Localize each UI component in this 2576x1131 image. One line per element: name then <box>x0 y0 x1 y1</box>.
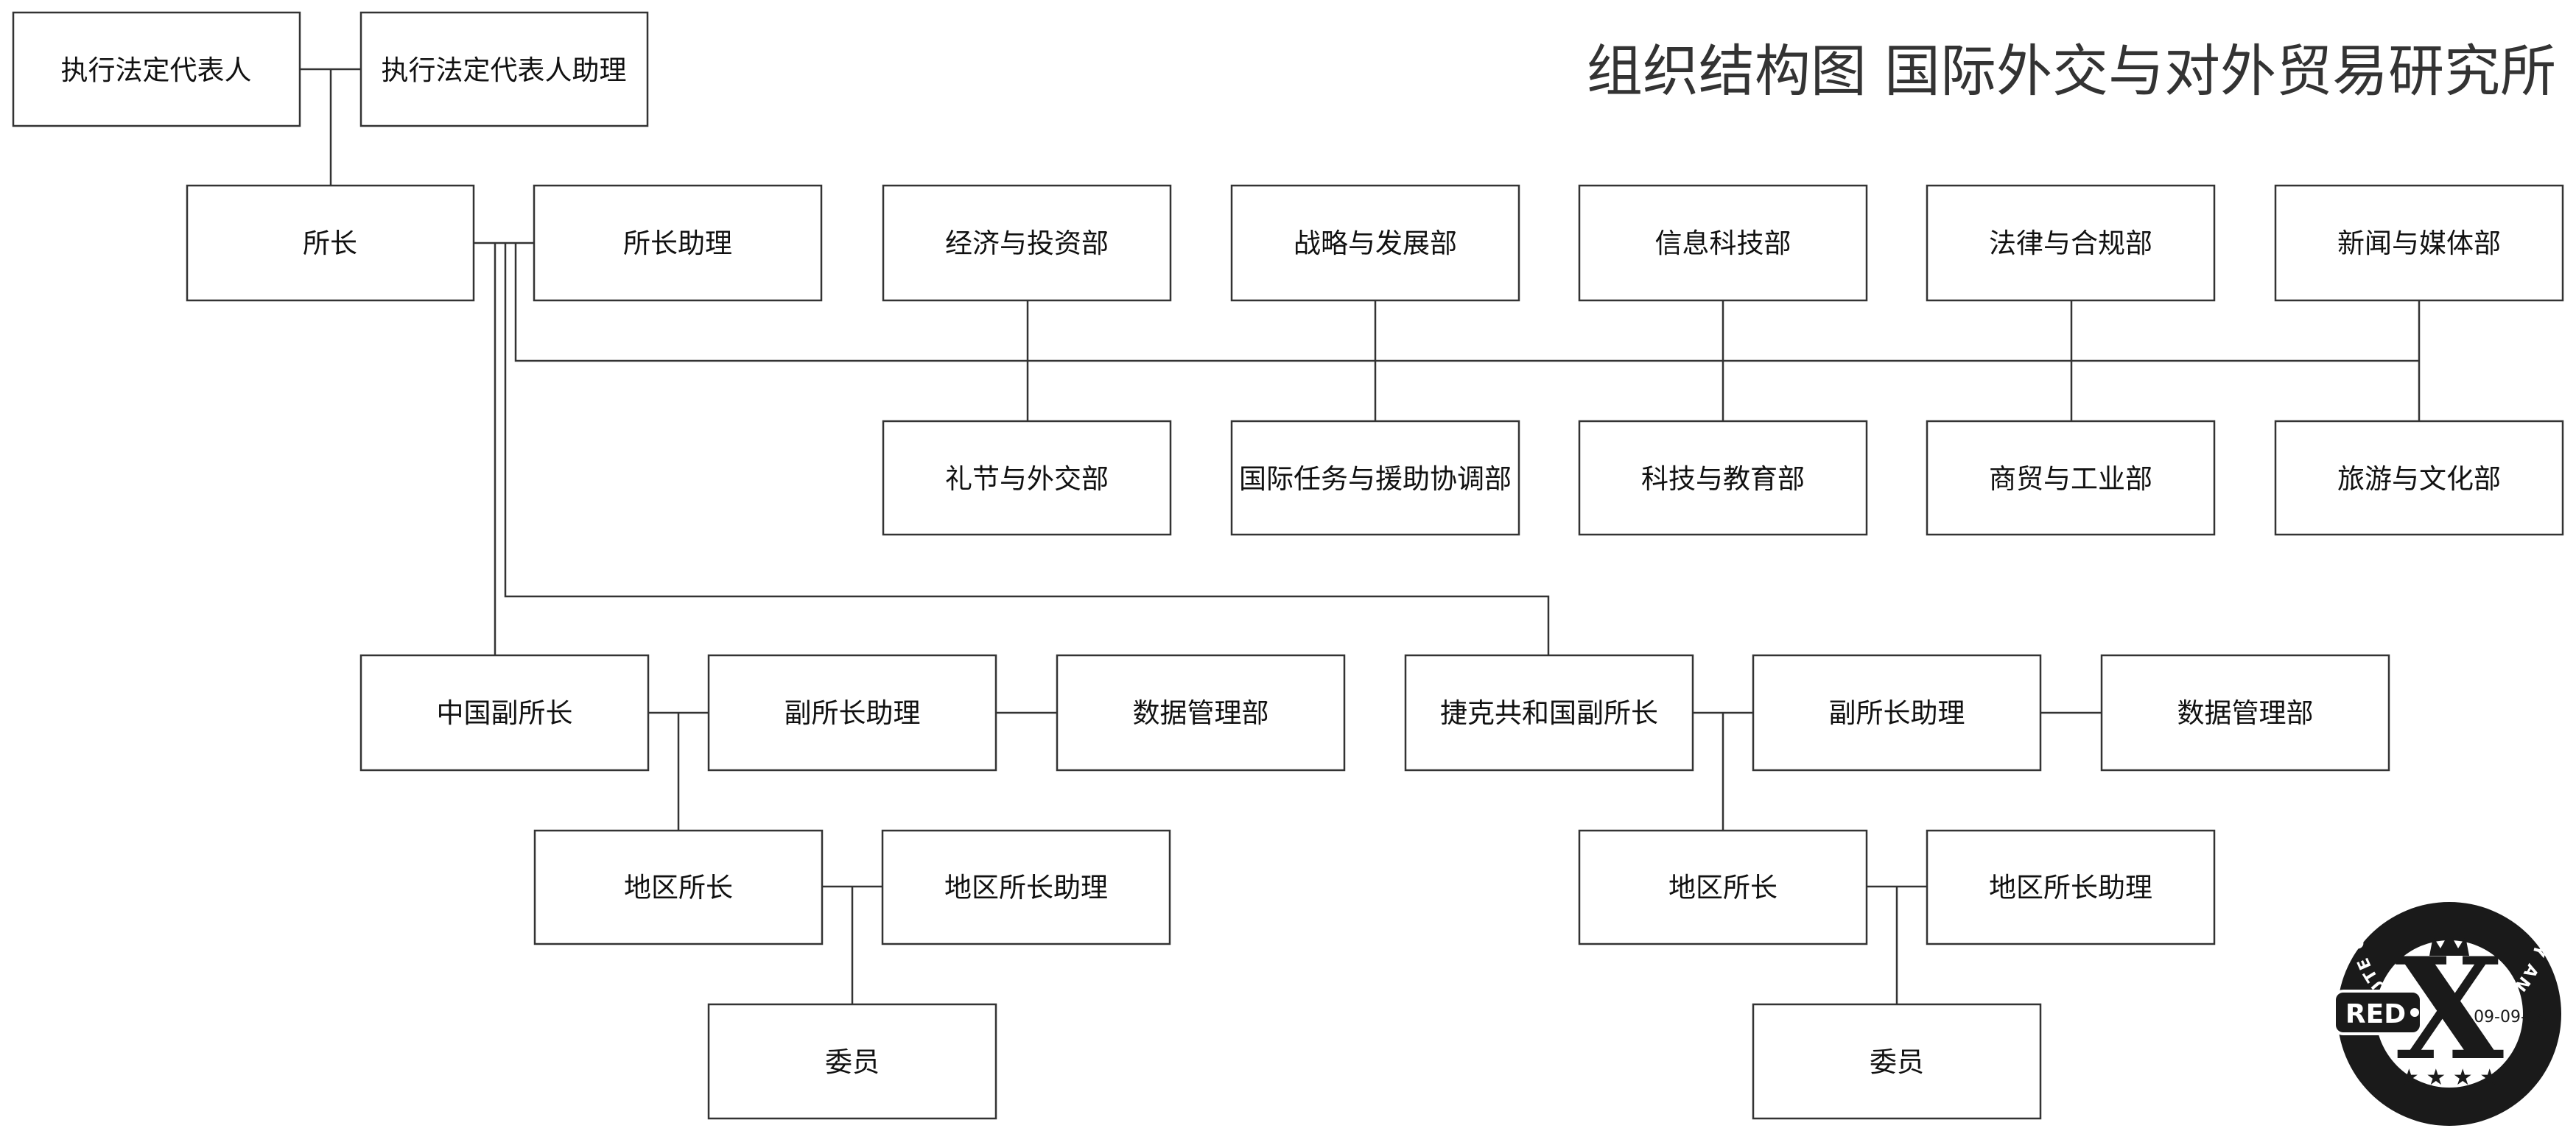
logo-red-tag <box>2333 990 2423 1035</box>
box-label: 委员 <box>1870 1046 1924 1078</box>
logo-dot <box>2410 1008 2419 1017</box>
connector-lines <box>300 68 2421 1004</box>
box-label: 中国副所长 <box>437 697 573 729</box>
box-label: 所长助理 <box>623 228 732 259</box>
box-dept-econ[interactable]: 经济与投资部 <box>882 184 1172 302</box>
box-label: 战略与发展部 <box>1294 228 1457 259</box>
box-director-asst[interactable]: 所长助理 <box>533 184 823 302</box>
box-cz-vice-asst[interactable]: 副所长助理 <box>1752 654 2042 772</box>
box-label: 地区所长助理 <box>1989 872 2152 903</box>
box-cn-member[interactable]: 委员 <box>707 1003 997 1120</box>
box-cz-region[interactable]: 地区所长 <box>1578 829 1868 945</box>
org-boxes: 执行法定代表人 执行法定代表人助理 所长 所长助理 经济与投资部 战略与发展部 … <box>12 11 2564 1120</box>
box-cn-region-asst[interactable]: 地区所长助理 <box>881 829 1171 945</box>
box-cz-data[interactable]: 数据管理部 <box>2100 654 2390 772</box>
box-label: 信息科技部 <box>1655 228 1791 259</box>
box-dept-media[interactable]: 新闻与媒体部 <box>2274 184 2564 302</box>
box-label: 旅游与文化部 <box>2337 463 2501 495</box>
box-cn-vice-asst[interactable]: 副所长助理 <box>707 654 997 772</box>
link-director-trunk-b <box>504 243 1550 655</box>
box-cn-vice-director[interactable]: 中国副所长 <box>359 654 650 772</box>
box-dept-tourism[interactable]: 旅游与文化部 <box>2274 420 2564 536</box>
box-cn-region[interactable]: 地区所长 <box>533 829 824 945</box>
box-label: 副所长助理 <box>1829 697 1965 729</box>
logo-inner-circle <box>2376 940 2523 1088</box>
box-label: 新闻与媒体部 <box>2337 228 2501 259</box>
box-label: 地区所长 <box>624 872 733 903</box>
box-dept-sci-edu[interactable]: 科技与教育部 <box>1578 420 1868 536</box>
box-label: 商贸与工业部 <box>1989 463 2152 495</box>
star-icon: ★ ★ ★ ★ <box>2399 1065 2499 1091</box>
box-cn-data[interactable]: 数据管理部 <box>1056 654 1346 772</box>
crown-icon <box>2429 932 2469 956</box>
box-director[interactable]: 所长 <box>186 184 475 302</box>
box-label: 地区所长 <box>1668 872 1777 903</box>
box-dept-strategy[interactable]: 战略与发展部 <box>1230 184 1520 302</box>
box-label: 法律与合规部 <box>1989 228 2152 259</box>
box-exec-rep[interactable]: 执行法定代表人 <box>12 11 301 127</box>
box-label: 捷克共和国副所长 <box>1440 697 1658 729</box>
box-cz-member[interactable]: 委员 <box>1752 1003 2042 1120</box>
logo-red-text: RED <box>2345 999 2406 1029</box>
star-icons: ★ ★ ★ ★ <box>2399 1065 2499 1091</box>
box-label: 科技与教育部 <box>1641 463 1805 495</box>
box-label: 所长 <box>303 228 357 259</box>
box-dept-info-tech[interactable]: 信息科技部 <box>1578 184 1868 302</box>
box-label: 礼节与外交部 <box>945 463 1109 495</box>
box-label: 执行法定代表人助理 <box>382 54 627 86</box>
box-dept-trade-ind[interactable]: 商贸与工业部 <box>1926 420 2216 536</box>
box-label: 副所长助理 <box>785 697 921 729</box>
box-dept-legal[interactable]: 法律与合规部 <box>1926 184 2216 302</box>
box-label: 执行法定代表人 <box>61 54 252 86</box>
box-cz-vice-director[interactable]: 捷克共和国副所长 <box>1404 654 1694 772</box>
logo-date: 09-09-09 <box>2474 1008 2547 1026</box>
box-cz-region-asst[interactable]: 地区所长助理 <box>1926 829 2216 945</box>
link-director-trunk-c <box>514 243 2419 362</box>
box-label: 数据管理部 <box>1133 697 1269 729</box>
box-label: 委员 <box>825 1046 880 1078</box>
box-label: 数据管理部 <box>2177 697 2314 729</box>
chart-title: 组织结构图 国际外交与对外贸易研究所 <box>1587 38 2556 104</box>
box-exec-rep-asst[interactable]: 执行法定代表人助理 <box>359 11 649 127</box>
box-dept-protocol[interactable]: 礼节与外交部 <box>882 420 1172 536</box>
box-label: 经济与投资部 <box>945 228 1109 259</box>
box-dept-intl-tasks[interactable]: 国际任务与援助协调部 <box>1230 420 1520 536</box>
box-label: 国际任务与援助协调部 <box>1239 463 1512 495</box>
box-label: 地区所长助理 <box>944 872 1108 903</box>
